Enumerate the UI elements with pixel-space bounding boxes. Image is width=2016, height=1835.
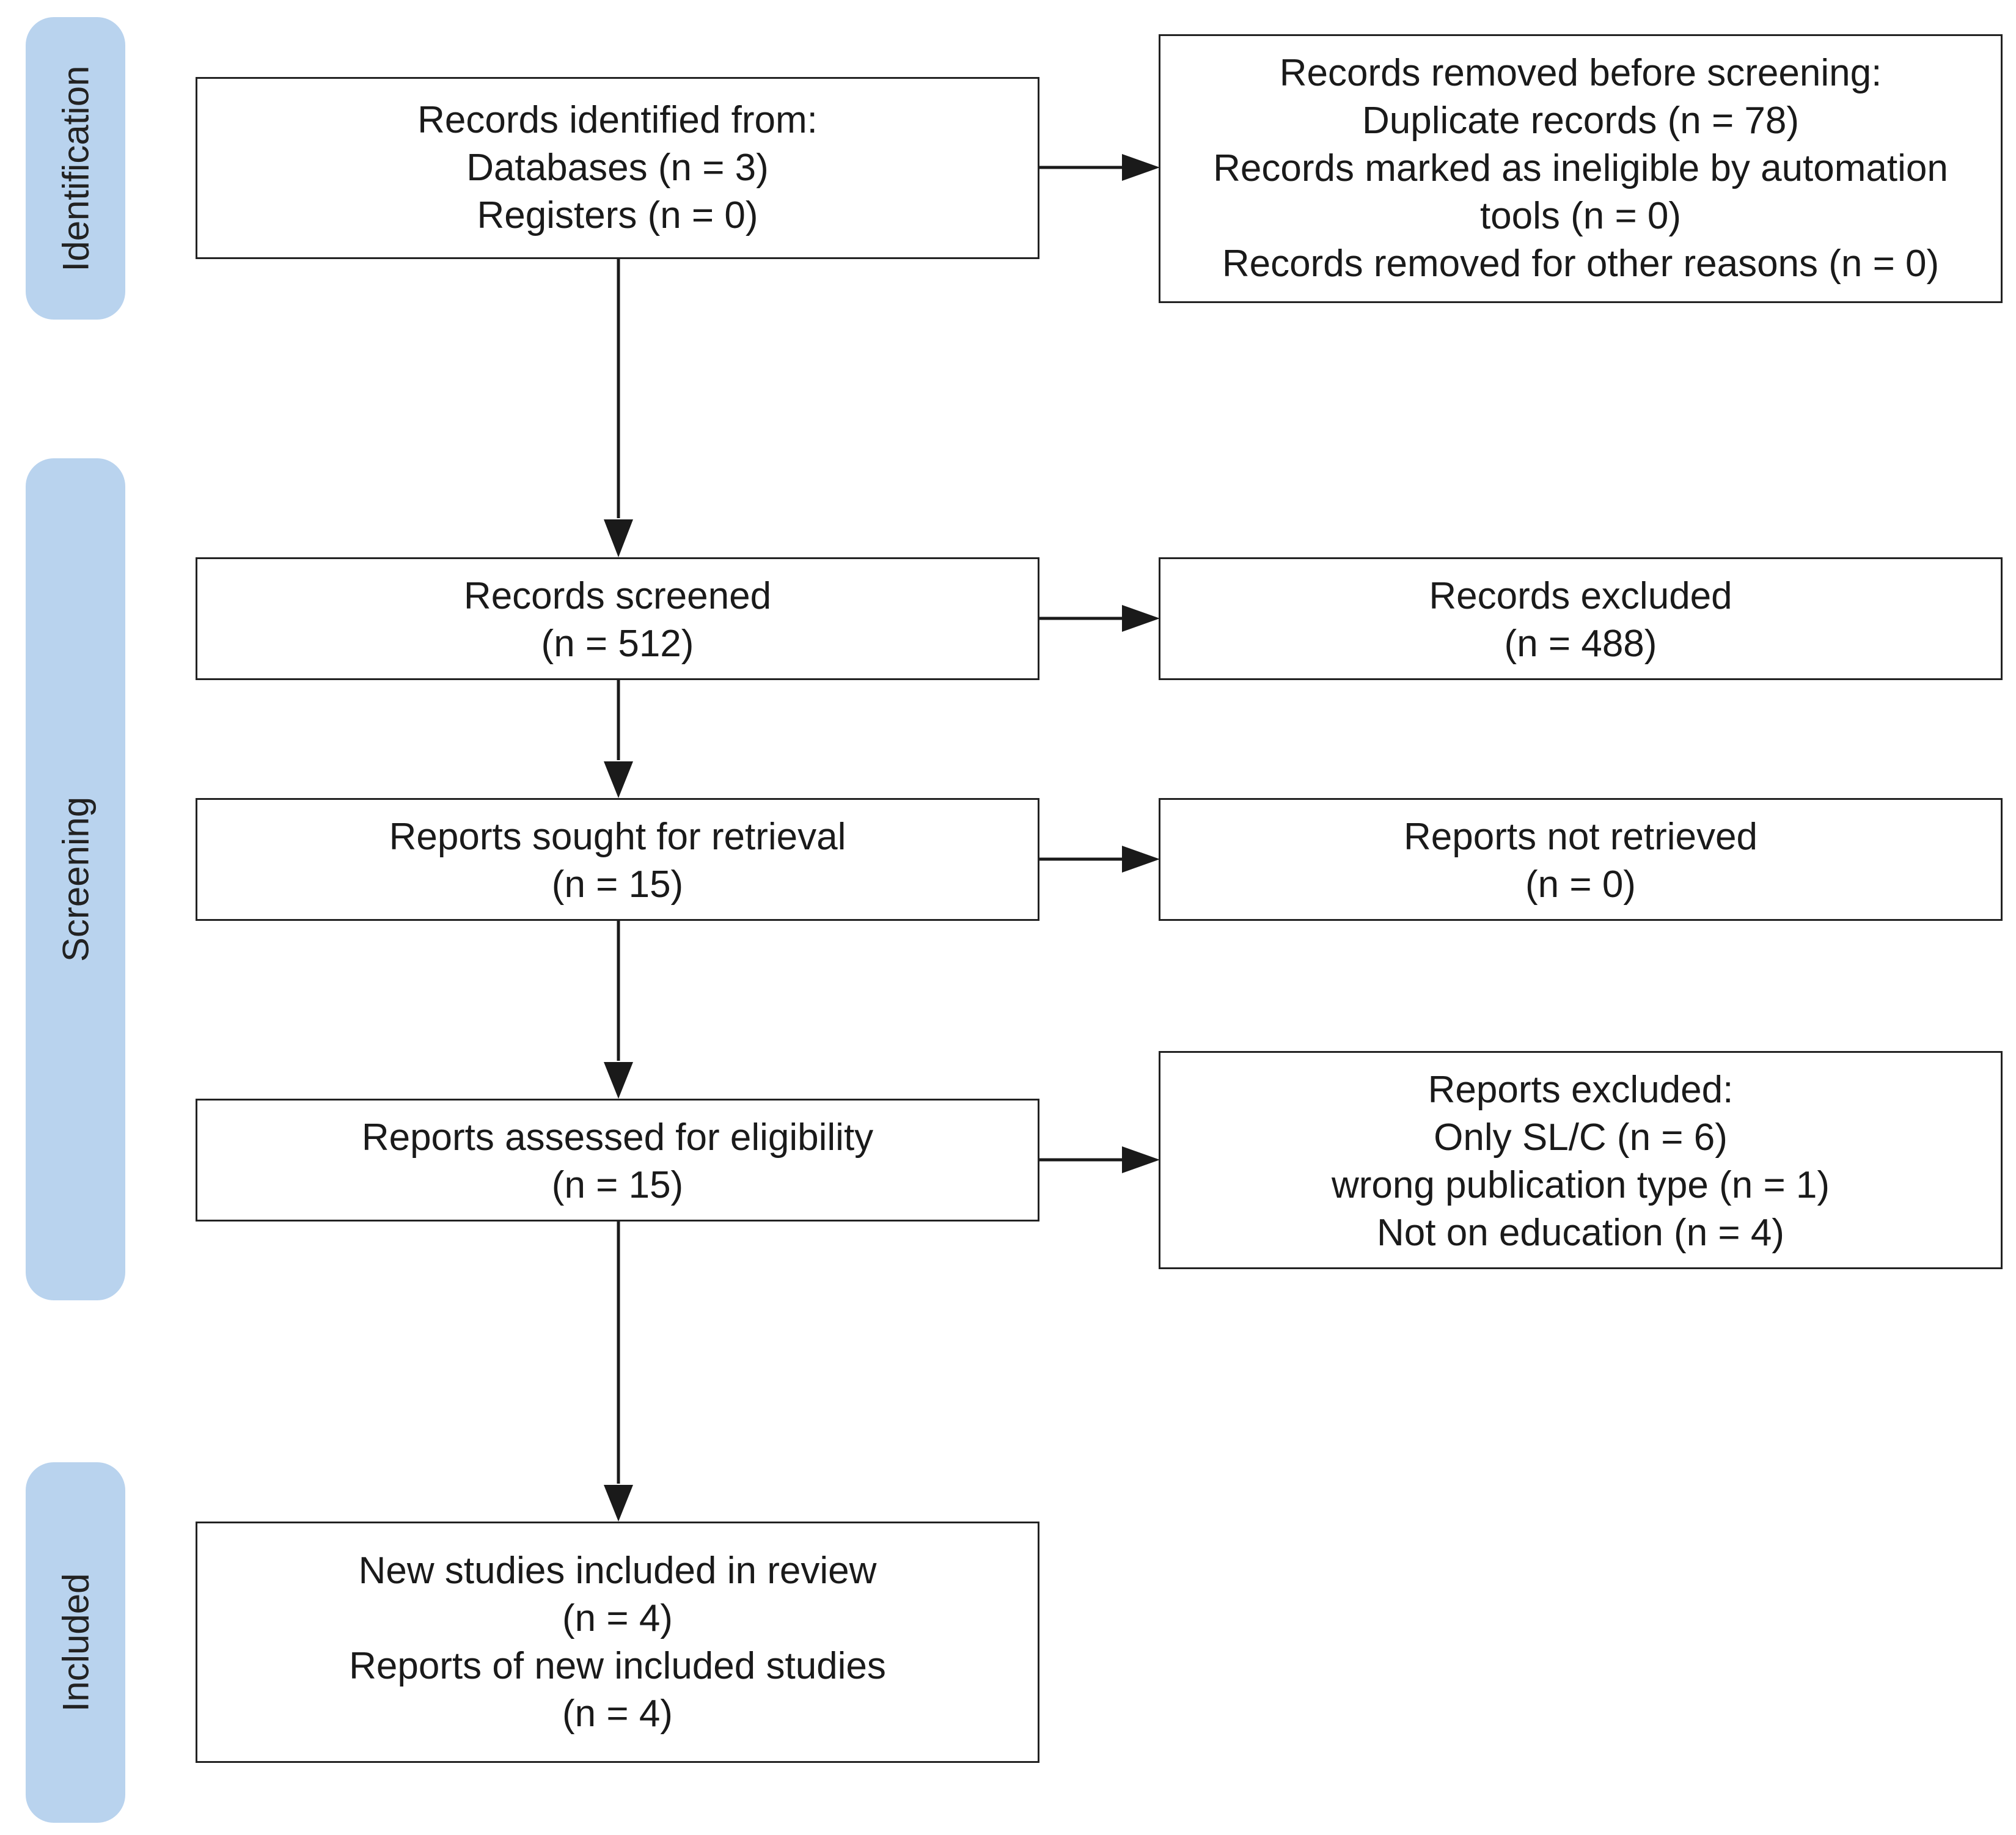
phase-screening: Screening [26,458,125,1300]
records-removed-heading: Records removed before screening: [1279,52,1882,94]
box-reports-sought: Reports sought for retrieval (n = 15) [196,798,1039,921]
studies-included-label: New studies included in review [358,1549,877,1592]
records-removed-automation: Records marked as ineligible by automati… [1213,147,1948,189]
records-removed-automation-cont: tools (n = 0) [1479,195,1682,237]
reports-assessed-count: (n = 15) [551,1164,684,1206]
studies-included-count: (n = 4) [562,1597,673,1639]
arrowhead-identified-to-removed [1122,154,1160,181]
box-reports-not-retrieved: Reports not retrieved (n = 0) [1159,798,2003,921]
box-studies-included: New studies included in review (n = 4) R… [196,1522,1039,1763]
reports-included-label: Reports of new included studies [349,1644,886,1687]
records-identified-heading: Records identified from: [417,99,818,141]
arrowhead-sought-to-assessed [604,1062,633,1099]
box-records-screened: Records screened (n = 512) [196,557,1039,680]
reports-excluded-heading: Reports excluded: [1428,1069,1734,1111]
reports-excluded-not-education: Not on education (n = 4) [1377,1212,1784,1254]
reports-not-retrieved-label: Reports not retrieved [1404,816,1758,858]
box-records-excluded: Records excluded (n = 488) [1159,557,2003,680]
box-records-identified: Records identified from: Databases (n = … [196,77,1039,259]
reports-not-retrieved-count: (n = 0) [1525,863,1636,906]
records-removed-other: Records removed for other reasons (n = 0… [1222,243,1940,285]
records-excluded-label: Records excluded [1429,575,1732,617]
arrowhead-identified-to-screened [604,519,633,557]
reports-included-count: (n = 4) [562,1692,673,1735]
reports-assessed-label: Reports assessed for eligibility [361,1116,874,1159]
box-reports-assessed: Reports assessed for eligibility (n = 15… [196,1099,1039,1222]
reports-excluded-slc: Only SL/C (n = 6) [1434,1116,1728,1159]
phase-identification: Identification [26,17,125,320]
box-reports-excluded: Reports excluded: Only SL/C (n = 6) wron… [1159,1051,2003,1269]
box-records-removed: Records removed before screening: Duplic… [1159,34,2003,303]
arrowhead-screened-to-excluded [1122,605,1160,632]
records-removed-duplicates: Duplicate records (n = 78) [1362,100,1800,142]
arrowhead-assessed-to-reports-excluded [1122,1146,1160,1173]
records-excluded-count: (n = 488) [1504,623,1657,665]
arrowhead-screened-to-sought [604,761,633,798]
reports-sought-count: (n = 15) [551,863,684,906]
records-screened-count: (n = 512) [541,623,694,665]
phase-included: Included [26,1462,125,1823]
records-identified-registers: Registers (n = 0) [477,194,758,236]
reports-excluded-publication-type: wrong publication type (n = 1) [1331,1164,1830,1206]
arrowhead-sought-to-not-retrieved [1122,846,1160,873]
records-screened-label: Records screened [463,575,772,617]
reports-sought-label: Reports sought for retrieval [389,816,846,858]
records-identified-databases: Databases (n = 3) [466,147,769,189]
arrowhead-assessed-to-included [604,1485,633,1522]
